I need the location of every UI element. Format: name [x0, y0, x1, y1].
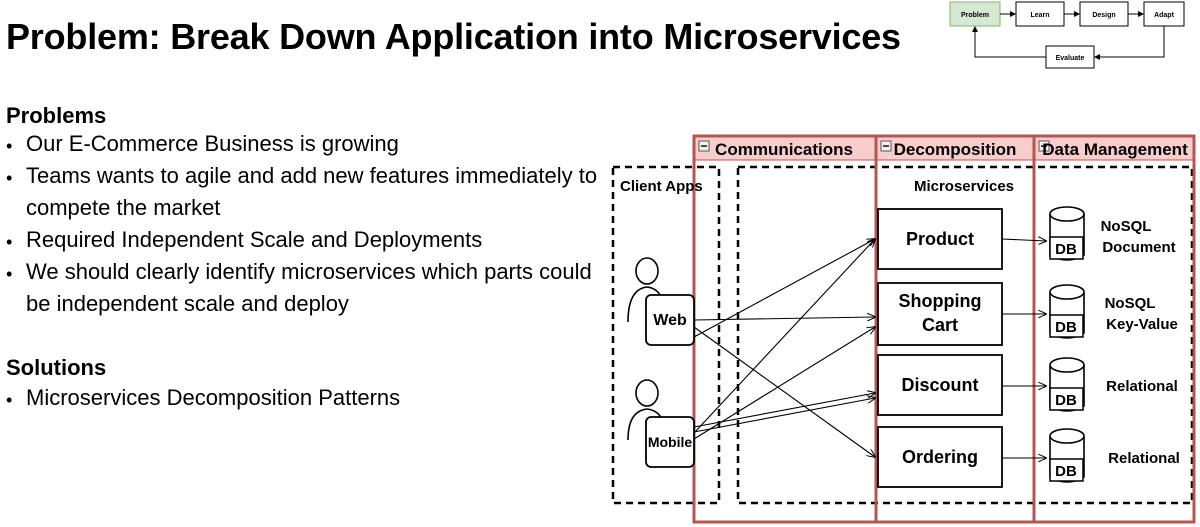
communications-header	[694, 136, 876, 161]
flow-label-learn: Learn	[1030, 12, 1049, 19]
service-product-label: Product	[906, 229, 974, 249]
service-discount-label: Discount	[901, 375, 978, 395]
flow-label-adapt: Adapt	[1154, 12, 1175, 19]
client-mobile	[645, 416, 695, 468]
service-product	[877, 208, 1003, 270]
flow-step-learn	[1015, 1, 1065, 27]
collapse-icon[interactable]	[698, 140, 710, 152]
flow-label-evaluate: Evaluate	[1056, 55, 1085, 62]
db-label: DB	[1055, 463, 1077, 480]
db-label: DB	[1055, 241, 1077, 258]
list-item: We should clearly identify microservices…	[6, 256, 606, 320]
microservices-label: Microservices	[914, 178, 1014, 195]
connection-arrow	[693, 398, 875, 433]
db-type-label: Relational	[1106, 378, 1178, 395]
connection-arrow	[693, 239, 875, 434]
solutions-list: Microservices Decomposition Patterns	[6, 382, 606, 416]
data-management-panel-title: Data Management	[1042, 140, 1188, 159]
page-title: Problem: Break Down Application into Mic…	[6, 16, 901, 57]
client-apps-label: Client Apps	[620, 178, 703, 195]
flow-step-adapt	[1143, 1, 1185, 27]
collapse-icon[interactable]	[1038, 140, 1050, 152]
flow-label-problem: Problem	[961, 12, 989, 19]
flow-step-problem	[949, 1, 1001, 27]
flow-label-design: Design	[1092, 12, 1115, 19]
connection-arrow	[693, 326, 875, 457]
data-management-header	[1034, 136, 1194, 161]
db-label: DB	[1055, 392, 1077, 409]
client-mobile-label: Mobile	[648, 434, 693, 450]
list-item: Required Independent Scale and Deploymen…	[6, 224, 606, 258]
solutions-heading: Solutions	[6, 355, 107, 380]
connection-arrow	[693, 393, 875, 428]
db-label-box	[1049, 387, 1084, 411]
data-management-panel	[1032, 134, 1196, 524]
client-apps-container	[611, 165, 721, 505]
collapse-icon[interactable]	[880, 140, 892, 152]
client-web-label: Web	[653, 312, 687, 329]
flow-arrow	[1094, 26, 1165, 60]
connection-arrow	[693, 239, 875, 338]
problems-heading: Problems	[6, 103, 107, 128]
connection-arrow	[693, 317, 875, 320]
communications-panel-title: Communications	[715, 140, 853, 159]
service-discount	[877, 354, 1003, 416]
flow-step-design	[1079, 1, 1129, 27]
db-label-box	[1049, 458, 1084, 482]
service-ordering	[877, 426, 1003, 488]
communications-panel	[692, 134, 878, 524]
list-item: Teams wants to agile and add new feature…	[6, 160, 606, 224]
architecture-diagram: Communications Decomposition Data Manage…	[611, 134, 1196, 524]
list-item: Microservices Decomposition Patterns	[6, 382, 606, 416]
db-label: DB	[1055, 319, 1077, 336]
db-label-box	[1049, 236, 1084, 260]
problems-list: Our E-Commerce Business is growing Teams…	[6, 128, 606, 320]
db-label-box	[1049, 314, 1084, 338]
decomposition-header	[876, 136, 1034, 161]
connection-arrow	[693, 327, 875, 440]
process-flow-diagram: Problem Learn Design Adapt Evaluate	[949, 1, 1185, 69]
data-arrow	[1001, 239, 1046, 241]
db-type-label: Relational	[1108, 450, 1180, 467]
service-ordering-label: Ordering	[902, 447, 978, 467]
flow-arrow	[972, 26, 1046, 58]
list-item: Our E-Commerce Business is growing	[6, 128, 606, 162]
decomposition-panel-title: Decomposition	[894, 140, 1017, 159]
